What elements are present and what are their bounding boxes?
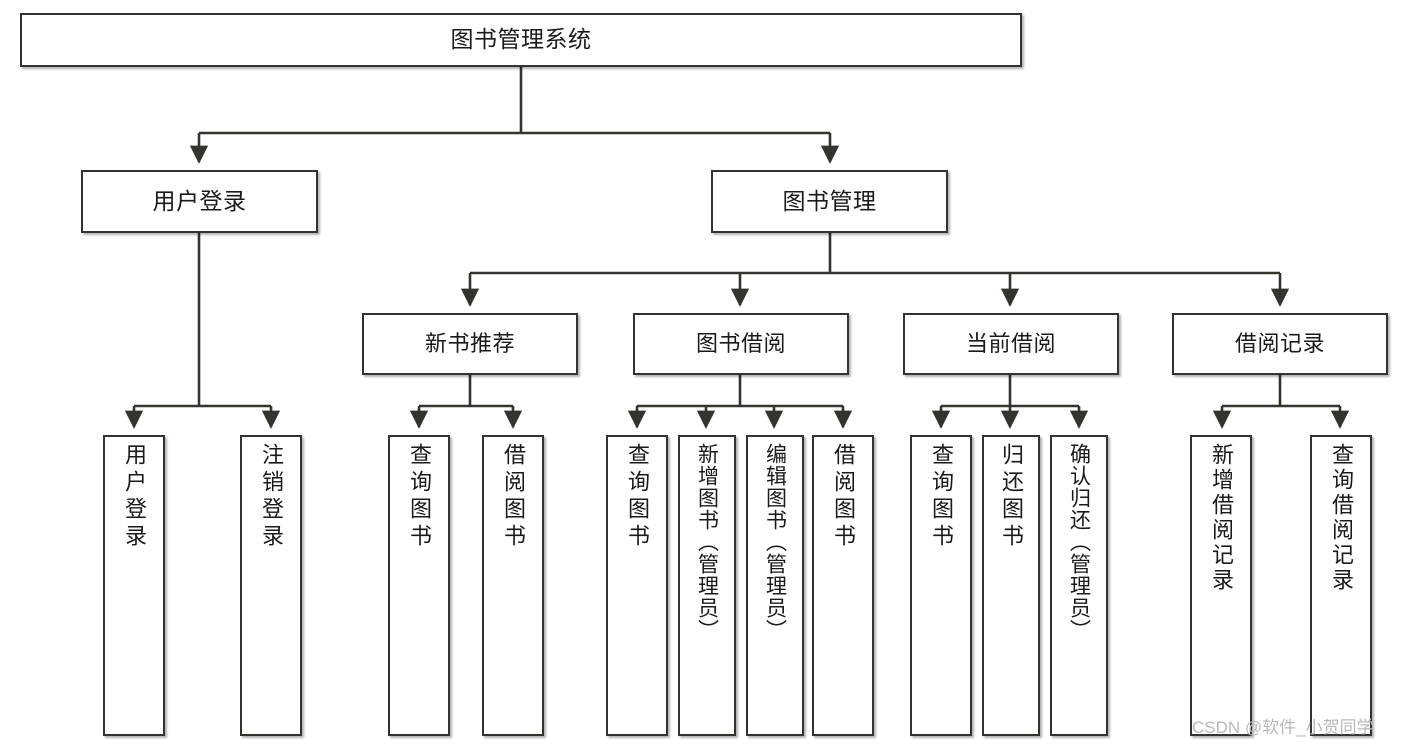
node-label: 新书推荐	[424, 330, 515, 356]
leaf-new-book-query-book[interactable]: 查询图书	[388, 435, 450, 736]
leaf-borrow-record-add-record[interactable]: 新增借阅记录	[1190, 435, 1252, 736]
node-book-management[interactable]: 图书管理	[711, 170, 948, 233]
node-label: 查询图书	[407, 443, 432, 551]
node-label: 编辑图书（管理员）	[763, 443, 787, 641]
node-label: 借阅记录	[1234, 330, 1325, 356]
csdn-watermark: CSDN @软件_小贺同学	[1192, 718, 1374, 737]
node-label: 查询图书	[929, 443, 954, 551]
node-label: 查询图书	[625, 443, 650, 551]
leaf-book-borrow-borrow-book[interactable]: 借阅图书	[812, 435, 874, 736]
leaf-book-borrow-edit-book-admin[interactable]: 编辑图书（管理员）	[746, 435, 804, 736]
node-label: 借阅图书	[501, 443, 526, 551]
node-label: 注销登录	[259, 443, 284, 551]
leaf-new-book-borrow-book[interactable]: 借阅图书	[482, 435, 544, 736]
node-label: 确认归还（管理员）	[1067, 443, 1091, 641]
leaf-user-login-logout[interactable]: 注销登录	[240, 435, 302, 736]
node-label: 图书管理系统	[450, 26, 592, 53]
node-label: 当前借阅	[965, 330, 1056, 356]
leaf-book-borrow-query-book[interactable]: 查询图书	[606, 435, 668, 736]
node-user-login[interactable]: 用户登录	[81, 170, 318, 233]
node-label: 用户登录	[122, 443, 147, 551]
node-root-book-management-system[interactable]: 图书管理系统	[20, 13, 1022, 67]
node-label: 归还图书	[999, 443, 1024, 551]
node-label: 借阅图书	[831, 443, 856, 551]
node-label: 用户登录	[152, 187, 247, 214]
leaf-current-borrow-return-book[interactable]: 归还图书	[982, 435, 1040, 736]
leaf-current-borrow-query-book[interactable]: 查询图书	[910, 435, 972, 736]
node-borrow-record[interactable]: 借阅记录	[1172, 313, 1388, 375]
node-label: 新增图书（管理员）	[695, 443, 719, 641]
node-new-book-recommend[interactable]: 新书推荐	[362, 313, 578, 375]
node-label: 查询借阅记录	[1329, 443, 1354, 593]
node-label: 图书管理	[782, 187, 877, 214]
node-label: 新增借阅记录	[1209, 443, 1234, 593]
leaf-current-borrow-confirm-return-admin[interactable]: 确认归还（管理员）	[1050, 435, 1108, 736]
node-book-borrow[interactable]: 图书借阅	[633, 313, 849, 375]
leaf-book-borrow-add-book-admin[interactable]: 新增图书（管理员）	[678, 435, 736, 736]
leaf-user-login-login[interactable]: 用户登录	[103, 435, 165, 736]
node-current-borrow[interactable]: 当前借阅	[903, 313, 1119, 375]
node-label: 图书借阅	[695, 330, 786, 356]
leaf-borrow-record-query-record[interactable]: 查询借阅记录	[1310, 435, 1372, 736]
